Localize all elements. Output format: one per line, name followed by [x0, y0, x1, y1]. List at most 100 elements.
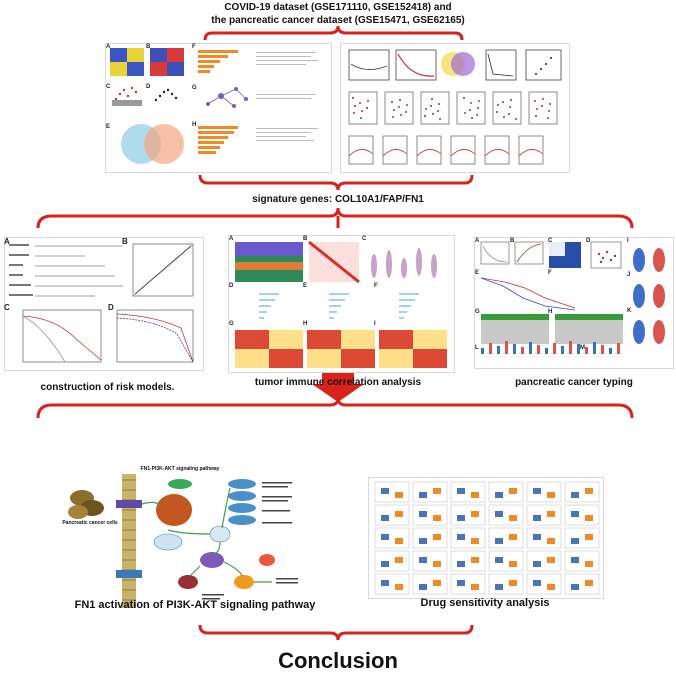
- typing-box: [601, 345, 604, 354]
- drug-box-low: [457, 488, 465, 494]
- drug-box-high: [433, 561, 441, 567]
- drug-box-high: [395, 511, 403, 517]
- top-left-letter-a: A: [106, 44, 111, 50]
- scatter-dot: [477, 107, 479, 109]
- drug-box-low: [533, 534, 541, 540]
- immune-letter-b: B: [303, 236, 308, 242]
- typing-letter-d: D: [586, 238, 591, 244]
- drug-plot-frame: [526, 573, 562, 595]
- scatter-dot: [400, 114, 402, 116]
- drug-plot-frame: [450, 573, 486, 595]
- top-left-letter-h: H: [192, 122, 197, 128]
- drug-plot-frame: [488, 550, 524, 572]
- scatter-dot: [548, 110, 550, 112]
- drug-box-low: [495, 557, 503, 563]
- drug-plot-frame: [526, 527, 562, 549]
- drug-box-high: [433, 580, 441, 586]
- panel-cancer-typing: [474, 237, 674, 369]
- top-left-letter-c: C: [106, 84, 111, 90]
- drug-box-high: [509, 580, 517, 586]
- drug-box-high: [471, 492, 479, 498]
- immune-letter-g: G: [229, 321, 234, 327]
- scatter-frame: [528, 91, 558, 125]
- drug-box-high: [433, 488, 441, 494]
- drug-plot-frame: [450, 481, 486, 503]
- typing-letter-l: L: [475, 345, 479, 351]
- drug-box-low: [457, 561, 465, 567]
- drug-box-high: [547, 511, 555, 517]
- drug-plot-frame: [488, 527, 524, 549]
- cancer-cell-label: Pancreatic cancer cells: [62, 520, 118, 526]
- scatter-dot: [353, 112, 355, 114]
- deg-enrichment-figure: [110, 48, 318, 164]
- ml-selection-figure: [348, 49, 562, 165]
- drug-box-low: [571, 492, 579, 498]
- drug-box-high: [395, 538, 403, 544]
- drug-box-high: [433, 534, 441, 540]
- caption-drug-sensitivity: Drug sensitivity analysis: [420, 597, 550, 609]
- typing-box: [497, 346, 500, 354]
- drug-box-low: [571, 538, 579, 544]
- drug-box-low: [533, 580, 541, 586]
- drug-box-low: [533, 488, 541, 494]
- caption-risk-models: construction of risk models.: [40, 382, 175, 393]
- scatter-dot: [547, 117, 549, 119]
- scatter-dot: [367, 100, 369, 102]
- drug-box-low: [419, 557, 427, 563]
- panel-drug-sensitivity: [368, 477, 604, 599]
- immune-letter-f: F: [374, 283, 378, 289]
- typing-letter-g: G: [475, 309, 480, 315]
- drug-box-low: [457, 534, 465, 540]
- drug-box-low: [495, 538, 503, 544]
- drug-box-low: [381, 534, 389, 540]
- typing-letter-c: C: [548, 238, 553, 244]
- pathway-diagram: [62, 470, 332, 610]
- drug-plot-frame: [564, 504, 600, 526]
- scatter-dot: [437, 110, 439, 112]
- scatter-dot: [476, 114, 478, 116]
- drug-box-low: [419, 538, 427, 544]
- typing-box: [593, 342, 596, 354]
- drug-box-low: [571, 511, 579, 517]
- drug-box-high: [509, 488, 517, 494]
- drug-plot-frame: [526, 504, 562, 526]
- immune-letter-a: A: [229, 236, 234, 242]
- scatter-dot: [424, 115, 426, 117]
- drug-box-high: [547, 584, 555, 590]
- typing-letter-k: K: [627, 308, 632, 314]
- drug-box-high: [547, 557, 555, 563]
- drug-box-high: [585, 561, 593, 567]
- scatter-frame: [492, 91, 522, 125]
- drug-box-high: [585, 515, 593, 521]
- drug-plot-frame: [412, 504, 448, 526]
- typing-box: [521, 347, 524, 354]
- typing-letter-h: H: [548, 309, 553, 315]
- scatter-dot: [464, 112, 466, 114]
- scatter-dot: [354, 105, 356, 107]
- panel-risk-model: [4, 237, 204, 371]
- drug-plot-frame: [374, 573, 410, 595]
- header-line-1: COVID-19 dataset (GSE171110, GSE152418) …: [224, 2, 452, 13]
- drug-box-low: [533, 515, 541, 521]
- scatter-frame: [384, 91, 414, 125]
- typing-box: [561, 346, 564, 354]
- typing-box: [553, 343, 556, 354]
- scatter-dot: [432, 113, 434, 115]
- scatter-dot: [431, 98, 433, 100]
- drug-plot-frame: [412, 573, 448, 595]
- scatter-dot: [515, 118, 517, 120]
- typing-letter-a: A: [475, 238, 480, 244]
- panel-deg-enrichment: [105, 43, 332, 173]
- drug-plot-frame: [412, 550, 448, 572]
- typing-letter-e: E: [475, 270, 480, 276]
- scatter-dot: [463, 97, 465, 99]
- risk-letter-a: A: [4, 237, 10, 246]
- drug-plot-frame: [488, 481, 524, 503]
- immune-correlation-figure: [235, 240, 447, 368]
- scatter-dot: [391, 101, 393, 103]
- drug-plot-frame: [564, 527, 600, 549]
- drug-box-low: [495, 584, 503, 590]
- scatter-dot: [542, 98, 544, 100]
- risk-letter-b: B: [122, 237, 128, 246]
- scatter-dot: [536, 108, 538, 110]
